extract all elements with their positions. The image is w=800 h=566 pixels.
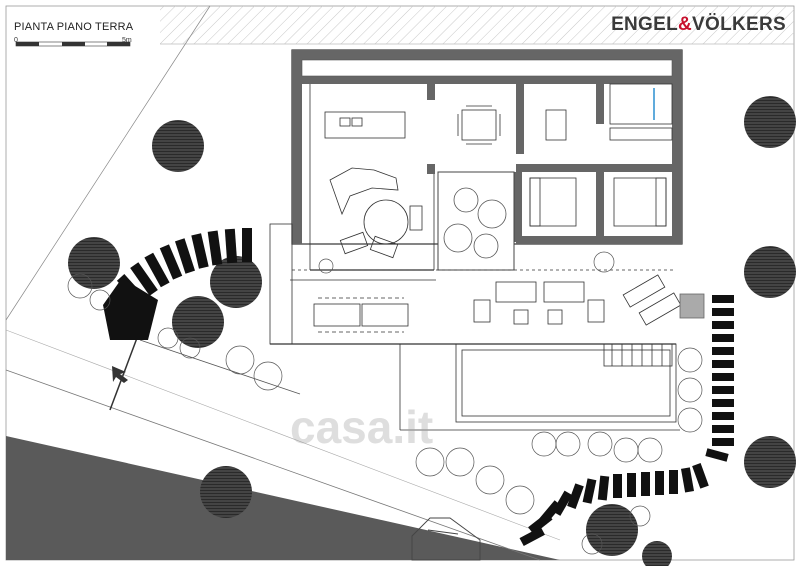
- shrub-icon: [581, 533, 603, 555]
- shrub-icon: [415, 447, 445, 477]
- street-area: [6, 436, 560, 560]
- shrub-icon: [89, 289, 111, 311]
- brand-name-left: ENGEL: [611, 14, 679, 35]
- brand-ampersand: &: [678, 14, 693, 35]
- tree-icon: [744, 436, 796, 488]
- tree-icon: [152, 120, 204, 172]
- tree-icon: [744, 96, 796, 148]
- tree-icon: [210, 256, 262, 308]
- tree-icon: [200, 466, 252, 518]
- shrub-icon: [587, 431, 613, 457]
- bedrooms: [529, 177, 667, 227]
- building: [291, 49, 683, 245]
- living-room: [309, 84, 435, 271]
- brand-logo: ENGEL&VÖLKERS: [611, 14, 786, 36]
- north-arrow-icon: [112, 366, 128, 383]
- tree-icon: [744, 246, 796, 298]
- shrub-icon: [593, 251, 615, 273]
- shrub-icon: [677, 407, 703, 433]
- scale-end-label: 5m: [122, 37, 132, 44]
- shrub-icon: [629, 505, 651, 527]
- service-rooms: [545, 83, 673, 141]
- shrub-icon: [67, 273, 93, 299]
- stepping-stones-left: [103, 228, 252, 340]
- pool: [399, 293, 705, 431]
- shrub-icon: [318, 258, 334, 274]
- tree-canopies: [68, 96, 796, 566]
- tree-icon: [68, 237, 120, 289]
- road-hatch: [160, 6, 794, 44]
- watermark: casa.it: [290, 401, 434, 453]
- outdoor-dining-table: [313, 297, 409, 333]
- shrub-icon: [613, 437, 639, 463]
- scale-bar: [15, 41, 131, 47]
- shrub-icon: [531, 431, 557, 457]
- shrubs: [67, 251, 703, 555]
- shrub-icon: [475, 465, 505, 495]
- shrub-icon: [677, 377, 703, 403]
- shrub-icon: [157, 327, 179, 349]
- shrub-icon: [677, 347, 703, 373]
- courtyard: [437, 171, 515, 271]
- plan-title: PIANTA PIANO TERRA: [14, 21, 134, 33]
- shrub-icon: [445, 447, 475, 477]
- scale-start-label: 0: [14, 37, 18, 44]
- courtyard-plants: [443, 187, 507, 259]
- shrub-icon: [505, 485, 535, 515]
- shrub-icon: [555, 431, 581, 457]
- brand-name-right: VÖLKERS: [692, 14, 786, 35]
- shrub-icon: [637, 437, 663, 463]
- indoor-dining-table: [457, 105, 501, 145]
- shrub-icon: [253, 361, 283, 391]
- tree-icon: [642, 541, 672, 566]
- tree-icon: [172, 296, 224, 348]
- car-icon: [411, 517, 481, 561]
- shrub-icon: [179, 337, 201, 359]
- tree-icon: [586, 504, 638, 556]
- shrub-icon: [225, 345, 255, 375]
- outdoor-lounge: [473, 274, 682, 326]
- stepping-stones-right: [519, 295, 734, 547]
